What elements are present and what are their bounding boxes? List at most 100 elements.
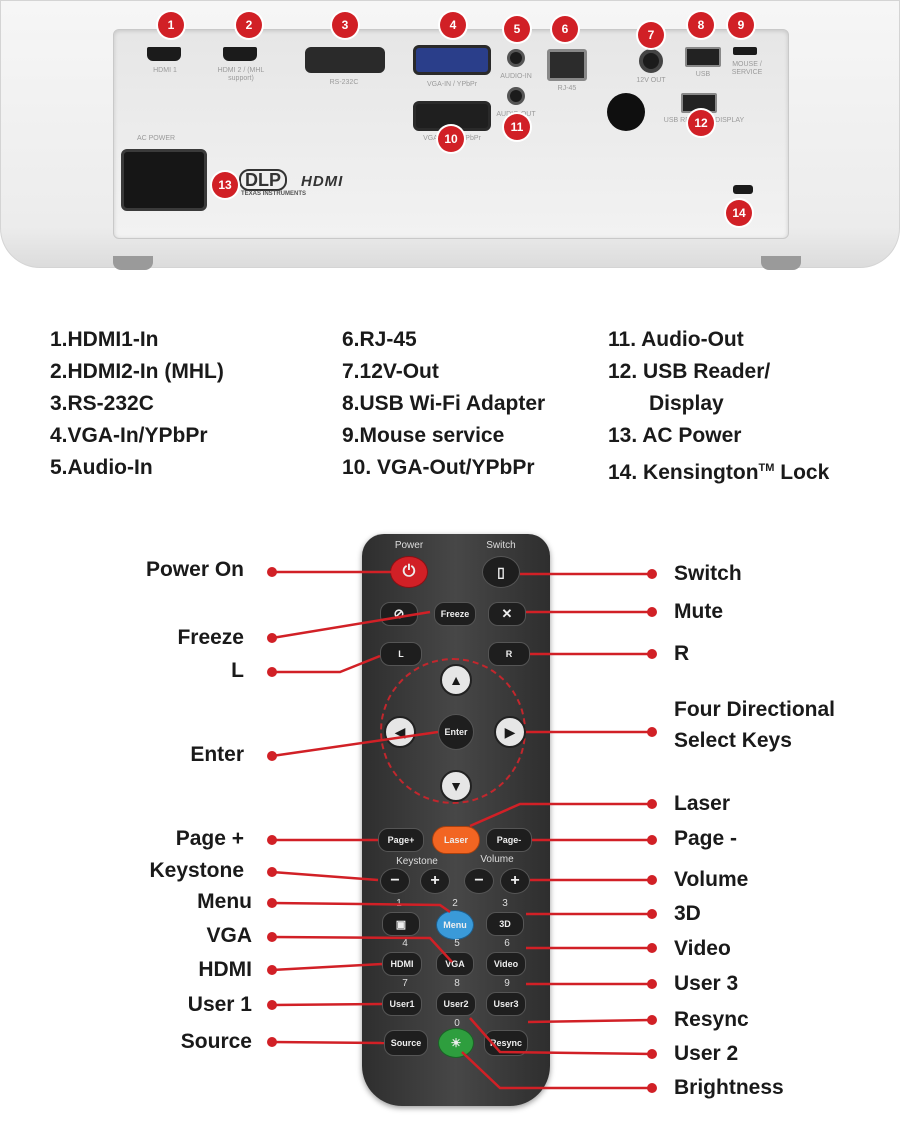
callout-resync: Resync	[674, 1008, 749, 1031]
aspect-button[interactable]: ▣	[382, 912, 420, 936]
badge-4: 4	[440, 12, 466, 38]
volume-minus-button[interactable]: −	[464, 868, 494, 894]
mouse-icon: ▯	[497, 563, 505, 580]
page-plus-button[interactable]: Page+	[378, 828, 424, 852]
badge-1: 1	[158, 12, 184, 38]
arrow-down-icon: ▼	[449, 778, 463, 794]
callout-page-minus: Page -	[674, 827, 738, 850]
ir-receiver	[607, 93, 645, 131]
dlp-logo: DLP	[239, 169, 287, 191]
video-button[interactable]: Video	[486, 952, 526, 976]
switch-label: Switch	[486, 540, 516, 551]
keystone-plus-button[interactable]: +	[420, 868, 450, 894]
callout-page-plus: Page +	[175, 827, 244, 850]
badge-6: 6	[552, 16, 578, 42]
hdmi2-port-label: HDMI 2 / (MHL support)	[217, 67, 265, 82]
callout-user2: User 2	[674, 1042, 739, 1065]
legend-column-1: 1.HDMI1-In 2.HDMI2-In (MHL) 3.RS-232C 4.…	[50, 324, 224, 484]
legend-item-1: 1.HDMI1-In	[50, 328, 159, 351]
resync-button[interactable]: Resync	[484, 1030, 528, 1056]
callout-brightness: Brightness	[674, 1076, 784, 1099]
callout-mute: Mute	[674, 600, 723, 623]
hdmi1-port-label: HDMI 1	[153, 67, 177, 74]
vga-in-port-label: VGA-IN / YPbPr	[426, 81, 478, 88]
kensington-slot	[733, 185, 753, 194]
blank-button[interactable]: ⊘	[380, 602, 418, 626]
callout-enter: Enter	[190, 743, 244, 766]
callout-r: R	[674, 642, 690, 665]
hdmi-logo: HDMI	[301, 173, 344, 190]
badge-8: 8	[688, 12, 714, 38]
callout-hdmi: HDMI	[198, 958, 252, 981]
ac-power-label: AC POWER	[136, 135, 176, 142]
l-button[interactable]: L	[380, 642, 422, 666]
badge-10: 10	[438, 126, 464, 152]
volume-label: Volume	[480, 854, 514, 865]
badge-2: 2	[236, 12, 262, 38]
badge-11: 11	[504, 114, 530, 140]
audio-out-jack	[507, 87, 525, 105]
callout-user1: User 1	[187, 993, 252, 1016]
rj45-port-label: RJ-45	[557, 85, 577, 92]
legend-item-12-cont: Display	[649, 392, 724, 415]
freeze-button[interactable]: Freeze	[434, 602, 476, 626]
3d-button[interactable]: 3D	[486, 912, 524, 936]
callout-menu: Menu	[197, 890, 252, 913]
projector-rear-panel: HDMI 1 HDMI 2 / (MHL support) RS-232C VG…	[0, 0, 900, 270]
brightness-button[interactable]: ☀	[438, 1028, 474, 1058]
legend-item-8: 8.USB Wi-Fi Adapter	[342, 392, 546, 415]
legend-item-9: 9.Mouse service	[342, 424, 505, 447]
brightness-icon: ☀	[450, 1036, 462, 1050]
num-8-label: 8	[454, 978, 460, 989]
enter-button[interactable]: Enter	[438, 714, 474, 750]
num-0-label: 0	[454, 1018, 460, 1029]
laser-button[interactable]: Laser	[432, 826, 480, 854]
user1-button[interactable]: User1	[382, 992, 422, 1016]
power-button[interactable]: ⏻	[390, 556, 428, 588]
usb-port-label: USB	[695, 71, 711, 78]
legend-item-14-text: 14. Kensington	[608, 461, 759, 484]
volume-plus-button[interactable]: +	[500, 868, 530, 894]
badge-14: 14	[726, 200, 752, 226]
user2-button[interactable]: User2	[436, 992, 476, 1016]
badge-3: 3	[332, 12, 358, 38]
callout-volume: Volume	[674, 868, 749, 891]
keystone-minus-button[interactable]: −	[380, 868, 410, 894]
hdmi2-port	[223, 47, 257, 61]
callout-keystone: Keystone	[149, 859, 244, 882]
dlp-sub-text: TEXAS INSTRUMENTS	[241, 191, 307, 197]
down-button[interactable]: ▼	[440, 770, 472, 802]
projector-foot-right	[761, 256, 801, 270]
ac-power-socket	[121, 149, 207, 211]
mini-usb-port-label: MOUSE / SERVICE	[731, 61, 763, 76]
menu-button[interactable]: Menu	[436, 910, 474, 940]
switch-button[interactable]: ▯	[482, 556, 520, 588]
badge-9: 9	[728, 12, 754, 38]
page-minus-button[interactable]: Page-	[486, 828, 532, 852]
legend-item-7: 7.12V-Out	[342, 360, 439, 383]
vga-button[interactable]: VGA	[436, 952, 474, 976]
hdmi-button[interactable]: HDMI	[382, 952, 422, 976]
12v-out-jack	[639, 49, 663, 73]
mini-usb-port	[733, 47, 757, 55]
audio-in-jack	[507, 49, 525, 67]
badge-5: 5	[504, 16, 530, 42]
callout-power-on: Power On	[145, 558, 244, 581]
left-button[interactable]: ◀	[384, 716, 416, 748]
up-button[interactable]: ▲	[440, 664, 472, 696]
source-button[interactable]: Source	[384, 1030, 428, 1056]
callout-video: Video	[674, 937, 731, 960]
badge-13: 13	[212, 172, 238, 198]
num-6-label: 6	[504, 938, 510, 949]
legend-item-2: 2.HDMI2-In (MHL)	[50, 360, 224, 383]
r-button[interactable]: R	[488, 642, 530, 666]
callout-laser: Laser	[674, 792, 731, 815]
callout-vga: VGA	[206, 924, 252, 947]
mute-button[interactable]: ✕	[488, 602, 526, 626]
usb-port	[685, 47, 721, 67]
legend-column-2: 6.RJ-45 7.12V-Out 8.USB Wi-Fi Adapter 9.…	[342, 324, 545, 484]
user3-button[interactable]: User3	[486, 992, 526, 1016]
arrow-right-icon: ▶	[504, 723, 516, 740]
right-button[interactable]: ▶	[494, 716, 526, 748]
vga-in-port	[413, 45, 491, 75]
